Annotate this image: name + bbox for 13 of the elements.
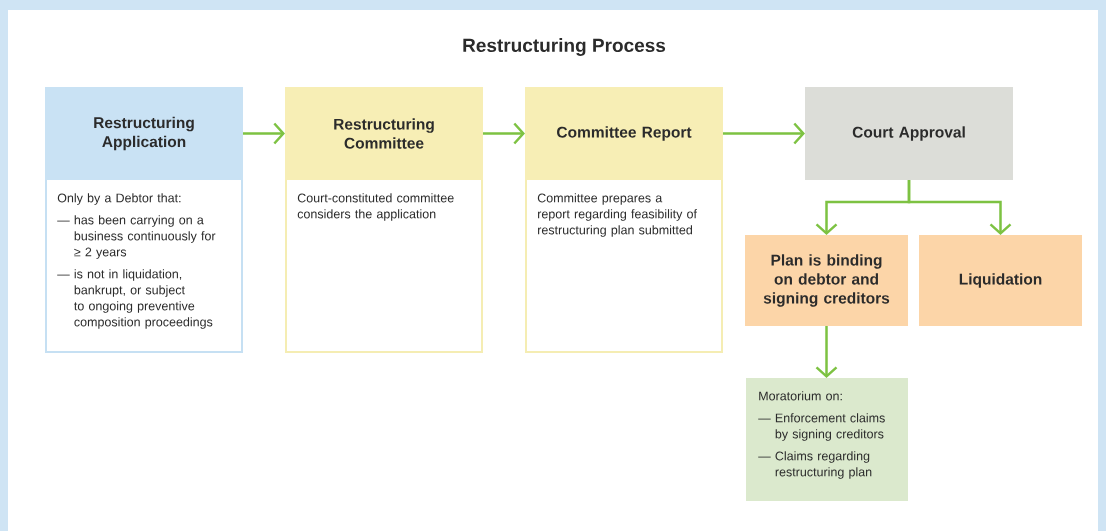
process-box: Court Approval bbox=[805, 87, 1013, 180]
process-box: Moratorium on: — Enforcement claims by signing creditors — Claims regarding restructuring plan bbox=[746, 378, 908, 501]
arrow bbox=[243, 122, 285, 145]
process-box: Restructuring Application Only by a Debtor that: — has been carrying on a business continuously for ≥ 2 years — is not in liquidation, bankrupt, or subject to ongoing preventive composition proceedings bbox=[45, 87, 243, 353]
process-box: Liquidation bbox=[919, 235, 1082, 326]
process-box: Committee Report Committee prepares a report regarding feasibility of restructuring plan submitted bbox=[525, 87, 723, 353]
arrow bbox=[723, 122, 805, 145]
arrow bbox=[815, 326, 838, 378]
arrow bbox=[483, 122, 525, 145]
process-box: Restructuring Committee Court-constituted committee considers the application bbox=[285, 87, 483, 353]
arrow bbox=[907, 180, 1012, 235]
title: Restructuring Process bbox=[463, 38, 666, 56]
process-box: Plan is binding on debtor and signing creditors bbox=[745, 235, 908, 326]
